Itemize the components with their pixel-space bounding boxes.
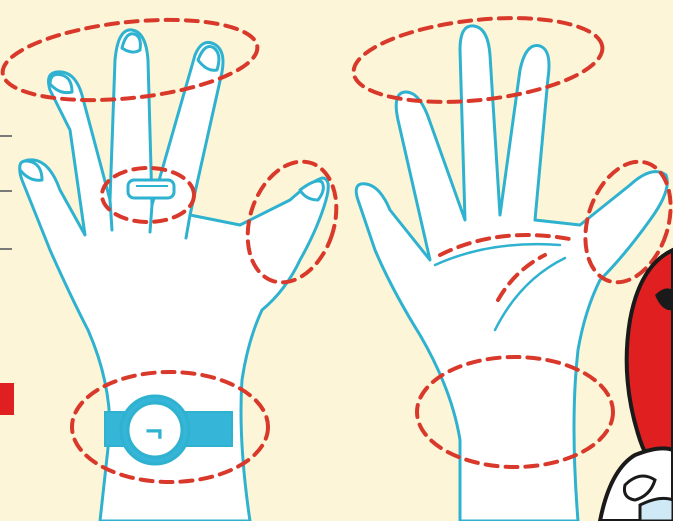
fingertips-zone-right (351, 16, 605, 104)
cropped-text: ! (0, 298, 1, 324)
thumb-zone-right (583, 159, 673, 285)
fingertips-zone-left (0, 17, 260, 103)
ring-zone (100, 166, 196, 224)
thumb-zone-left (245, 159, 339, 285)
back-of-hand-icon (18, 28, 330, 521)
divider-line (0, 248, 12, 250)
red-label-block (0, 383, 14, 415)
palm-of-hand-icon (354, 24, 669, 521)
divider-line (0, 135, 12, 137)
wrist-zone-right (415, 355, 615, 469)
wash-zone-markers (0, 16, 673, 484)
wristwatch-icon: ¬ (104, 394, 233, 466)
palm-crease-zone (438, 233, 577, 257)
ring-icon (126, 178, 176, 200)
watch-face-mark: ¬ (145, 415, 163, 448)
divider-line (0, 190, 12, 192)
palm-crease-zone (496, 253, 547, 302)
wrist-zone-left (70, 370, 270, 484)
cartoon-mascot-icon (597, 247, 673, 521)
